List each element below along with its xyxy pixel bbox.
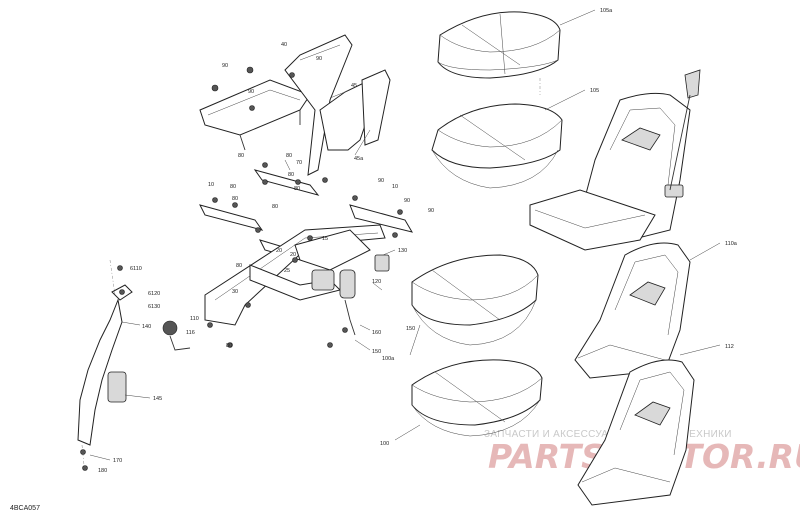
- seat-with-frame: [529, 69, 701, 251]
- callout-150-b: 150: [406, 326, 415, 332]
- callout-80-d: 80: [230, 184, 236, 190]
- cushion-105a: [437, 11, 561, 95]
- callout-15: 15: [322, 236, 328, 242]
- callout-20-a: 20: [276, 248, 282, 254]
- latch-mechanism: [311, 254, 390, 336]
- side-bracket-40: [284, 34, 353, 176]
- callout-90-e: 90: [404, 198, 410, 204]
- callout-105: 105: [590, 88, 599, 94]
- callout-10-b: 10: [392, 184, 398, 190]
- callout-105a: 105a: [600, 8, 613, 14]
- callout-80-e: 80: [232, 196, 238, 202]
- callout-80-b: 80: [286, 153, 292, 159]
- callout-30: 30: [232, 289, 238, 295]
- leader-lines: [89, 9, 721, 461]
- callout-10-a: 10: [208, 182, 214, 188]
- callout-20-b: 20: [290, 252, 296, 258]
- seat-belt-assembly: [77, 259, 191, 466]
- callout-80-c: 80: [288, 172, 294, 178]
- diagram-code: 4BCA057: [10, 505, 40, 512]
- cushion-100a: [411, 254, 539, 346]
- base-frame: [204, 224, 386, 326]
- callout-150-a: 150: [372, 349, 381, 355]
- callout-40: 40: [281, 42, 287, 48]
- callout-140: 140: [142, 324, 151, 330]
- seat-110a: [574, 242, 691, 379]
- callout-100a: 100a: [382, 356, 395, 362]
- callout-110: 110: [190, 316, 199, 322]
- side-bracket-45: [319, 69, 391, 151]
- upper-seat-frame: [199, 79, 311, 151]
- callout-6110: 6110: [130, 266, 142, 272]
- callout-100: 100: [380, 441, 389, 447]
- callout-90-f: 90: [428, 208, 434, 214]
- callout-90-a: 90: [222, 63, 228, 69]
- callout-80-a: 80: [238, 153, 244, 159]
- callout-45a: 45a: [354, 156, 364, 162]
- callout-80-i: 80: [226, 343, 232, 349]
- callout-6130: 6130: [148, 304, 160, 310]
- callout-25: 25: [284, 268, 290, 274]
- callout-80-g: 80: [294, 186, 300, 192]
- callout-110a: 110a: [725, 241, 738, 247]
- cushion-105: [431, 103, 563, 189]
- callout-90-b: 90: [316, 56, 322, 62]
- callout-labels: 105a 105 110a 112 100a 100 40 90 90 90 4…: [98, 8, 738, 474]
- callout-116: 116: [186, 330, 195, 336]
- callout-90-c: 90: [248, 89, 254, 95]
- callout-160: 160: [372, 330, 381, 336]
- callout-130: 130: [398, 248, 407, 254]
- callout-80-h: 80: [236, 263, 242, 269]
- fasteners: [80, 66, 403, 471]
- callout-112: 112: [725, 344, 734, 350]
- slide-rail-70: [199, 169, 320, 231]
- callout-170: 170: [113, 458, 122, 464]
- callout-180: 180: [98, 468, 107, 474]
- seat-112: [577, 359, 695, 506]
- callout-6120: 6120: [148, 291, 160, 297]
- callout-80-f: 80: [272, 204, 278, 210]
- cushion-100: [411, 359, 543, 437]
- callout-120: 120: [372, 279, 381, 285]
- callout-90-d: 90: [378, 178, 384, 184]
- callout-45: 45: [351, 83, 357, 89]
- callout-70: 70: [296, 160, 302, 166]
- callout-145: 145: [153, 396, 162, 402]
